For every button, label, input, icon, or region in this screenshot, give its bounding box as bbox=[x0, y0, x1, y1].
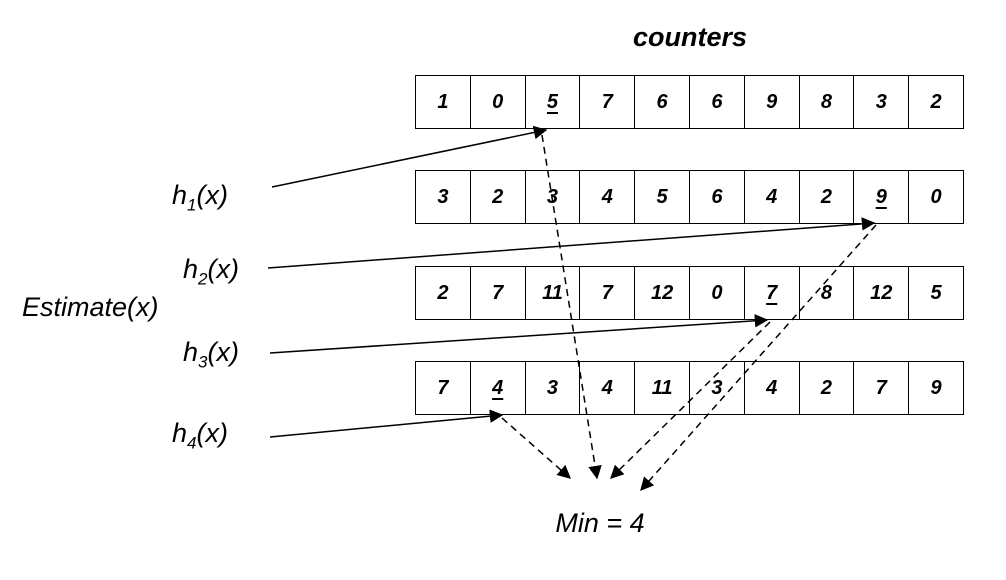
counter-cell: 6 bbox=[690, 171, 745, 223]
counter-cell: 7 bbox=[416, 362, 471, 414]
hash-arrow-1 bbox=[271, 125, 548, 188]
counter-cell: 9 bbox=[854, 171, 910, 223]
counter-cell: 7 bbox=[580, 267, 636, 319]
hash-arrow-4 bbox=[269, 409, 504, 438]
dashed-arrow-row-3 bbox=[610, 321, 771, 479]
counter-cell: 3 bbox=[690, 362, 745, 414]
counter-cell: 8 bbox=[800, 267, 855, 319]
counter-cell: 0 bbox=[930, 185, 942, 208]
counter-cell: 6 bbox=[635, 76, 690, 128]
counter-cell: 4 bbox=[471, 362, 526, 414]
min-label: Min = 4 bbox=[555, 508, 645, 538]
counter-cell: 5 bbox=[526, 76, 581, 128]
counter-cell: 5 bbox=[635, 171, 690, 223]
hash-arrow-3 bbox=[269, 314, 769, 354]
counter-cell: 6 bbox=[690, 76, 745, 128]
hash-label-1: h1(x) bbox=[172, 180, 228, 215]
counter-cell: 4 bbox=[745, 362, 800, 414]
counter-cell: 1 bbox=[416, 76, 471, 128]
hash-label-2: h2(x) bbox=[183, 254, 239, 289]
counter-cell: 4 bbox=[580, 362, 636, 414]
counter-cell: 0 bbox=[471, 76, 526, 128]
counter-cell: 2 bbox=[800, 362, 855, 414]
counter-cell: 3 bbox=[854, 76, 910, 128]
counter-cell: 11 bbox=[635, 362, 690, 414]
counter-cell: 7 bbox=[854, 362, 910, 414]
hash-label-4: h4(x) bbox=[172, 418, 228, 453]
counter-cell: 7 bbox=[745, 267, 800, 319]
counter-cell: 7 bbox=[471, 267, 526, 319]
estimate-label: Estimate(x) bbox=[22, 292, 159, 322]
counter-cell: 2 bbox=[800, 171, 855, 223]
counters-title: counters bbox=[632, 22, 748, 52]
counter-cell: 11 bbox=[526, 267, 581, 319]
counter-cell: 12 bbox=[854, 267, 910, 319]
hash-arrow-2 bbox=[267, 217, 876, 269]
counter-cell: 3 bbox=[526, 362, 581, 414]
dashed-arrow-row-1 bbox=[541, 134, 602, 480]
counter-cell: 2 bbox=[930, 90, 942, 113]
counter-cell: 3 bbox=[416, 171, 471, 223]
counter-cell: 9 bbox=[745, 76, 800, 128]
counter-cell: 4 bbox=[745, 171, 800, 223]
counter-cell: 12 bbox=[635, 267, 690, 319]
dashed-arrow-row-4 bbox=[501, 417, 572, 479]
counter-cell: 2 bbox=[416, 267, 471, 319]
counter-cell: 8 bbox=[800, 76, 855, 128]
counter-cell: 4 bbox=[580, 171, 636, 223]
dashed-arrow-row-2 bbox=[640, 224, 877, 492]
counter-cell: 5 bbox=[930, 281, 942, 304]
counter-cell: 7 bbox=[580, 76, 636, 128]
counter-cell: 2 bbox=[471, 171, 526, 223]
hash-label-3: h3(x) bbox=[183, 337, 239, 372]
counter-cell: 9 bbox=[930, 376, 942, 399]
counter-cell: 0 bbox=[690, 267, 745, 319]
